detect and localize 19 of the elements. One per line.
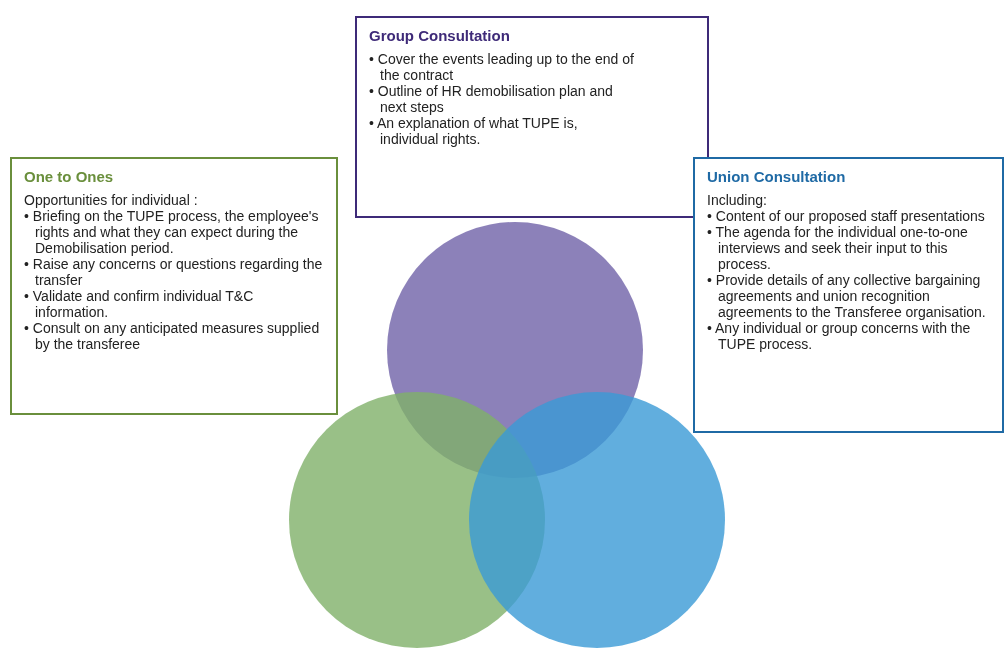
- bullet-item: • Validate and confirm individual T&C information.: [24, 288, 255, 320]
- bullet-item: • Content of our proposed staff presentations: [707, 208, 986, 224]
- consultation-card: [10, 157, 338, 415]
- bullet-item: • Provide details of any collective bargaining agreements and union recognition agreements to the Transferee organisation.: [707, 272, 987, 320]
- bullet-item: • Raise any concerns or questions regarding the transfer: [24, 256, 324, 288]
- bullet-item: • Cover the events leading up to the end of the contract: [369, 51, 635, 83]
- card-heading: One to Ones: [24, 168, 115, 185]
- consultation-card: [355, 16, 709, 218]
- bullet-item: • Consult on any anticipated measures supplied by the transferee: [24, 320, 321, 352]
- consultation-card: [693, 157, 1004, 433]
- bullet-item: • An explanation of what TUPE is, individual rights.: [369, 115, 579, 147]
- card-heading: Union Consultation: [707, 168, 847, 185]
- intro-text: Opportunities for individual :: [24, 192, 199, 208]
- bullet-item: • Outline of HR demobilisation plan and next steps: [369, 83, 614, 115]
- card-heading: Group Consultation: [369, 27, 511, 44]
- intro-text: Including:: [707, 192, 768, 208]
- bullet-item: • Any individual or group concerns with the TUPE process.: [707, 320, 972, 352]
- bullet-item: • Briefing on the TUPE process, the employee's rights and what they can expect during the Demobilisation period.: [24, 208, 320, 256]
- bullet-item: • The agenda for the individual one-to-one interviews and seek their input to this process.: [707, 224, 969, 272]
